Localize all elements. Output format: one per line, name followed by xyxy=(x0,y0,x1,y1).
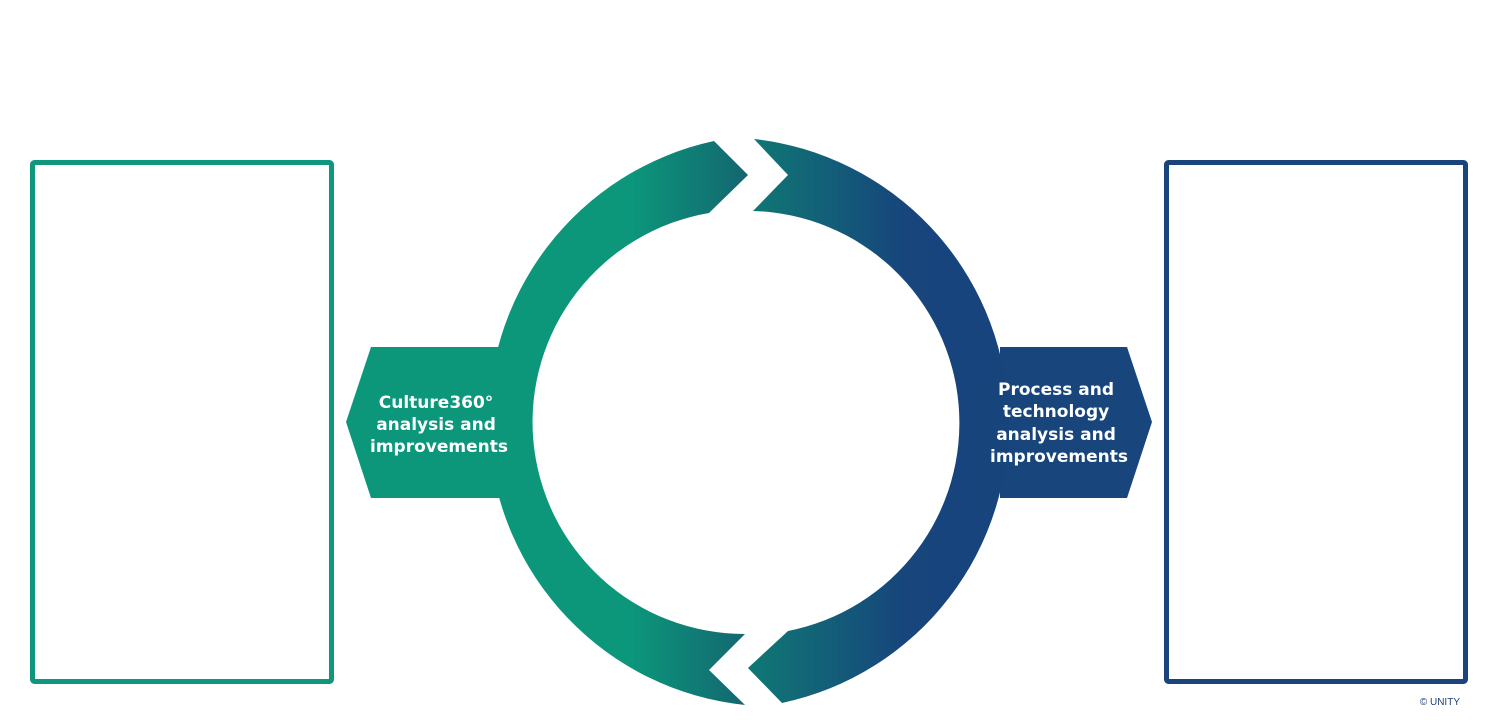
left-label-line: improvements xyxy=(370,437,508,457)
right-tab-label: Process and technology analysis and impr… xyxy=(990,380,1128,467)
left-cycle-arrow xyxy=(488,141,748,705)
copyright-notice: © UNITY xyxy=(1419,697,1460,708)
right-label-line: analysis and xyxy=(996,425,1116,445)
right-label-line: improvements xyxy=(990,447,1128,467)
right-label-line: technology xyxy=(1003,402,1109,422)
left-tab-label: Culture360° analysis and improvements xyxy=(370,393,508,457)
left-hex-tab xyxy=(346,347,500,498)
right-panel-box xyxy=(1164,160,1468,684)
right-label-line: Process and xyxy=(998,380,1114,400)
left-label-line: analysis and xyxy=(376,415,496,435)
right-cycle-arrow xyxy=(748,139,1009,703)
left-panel-box xyxy=(30,160,334,684)
right-hex-tab xyxy=(1000,347,1152,498)
left-label-line: Culture360° xyxy=(379,393,494,413)
